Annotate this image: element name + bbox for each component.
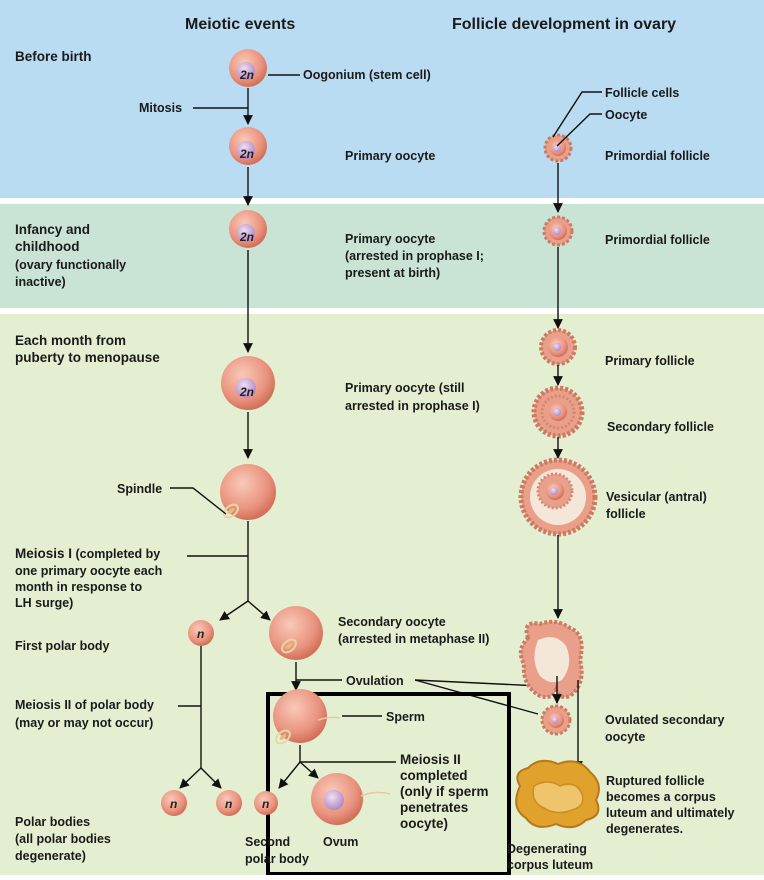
label-ruptured-3: luteum and ultimately [606, 806, 735, 820]
label-polar-bodies-1: Polar bodies [15, 815, 90, 829]
primary-follicle [539, 328, 577, 366]
label-meiosis1-4: LH surge) [15, 596, 73, 610]
primordial-follicle-1 [543, 133, 573, 163]
primary1-ploidy: 2n [239, 147, 254, 161]
label-meiosis2-3: (only if sperm [400, 784, 489, 799]
label-mitosis: Mitosis [139, 101, 182, 115]
label-primordial-1: Primordial follicle [605, 149, 710, 163]
label-secondary-2: (arrested in metaphase II) [338, 632, 489, 646]
label-degenerating-1: Degenerating [507, 842, 587, 856]
primary2-ploidy: 2n [239, 230, 254, 244]
ruptured-follicle [518, 619, 584, 700]
label-ovulation: Ovulation [346, 674, 404, 688]
section-infancy-2: childhood [15, 239, 80, 254]
first-polar-body: n [188, 620, 214, 646]
primary-oocyte-cell-2: 2n [229, 210, 267, 248]
label-primordial-2: Primordial follicle [605, 233, 710, 247]
section-monthly-2: puberty to menopause [15, 350, 160, 365]
second-polar-ploidy: n [262, 797, 269, 811]
label-ovulated-2: oocyte [605, 730, 645, 744]
label-secondary-follicle: Secondary follicle [607, 420, 714, 434]
label-degenerating-2: corpus luteum [507, 858, 593, 872]
label-still-2: arrested in prophase I) [345, 399, 480, 413]
label-arrested-1: Primary oocyte [345, 232, 435, 246]
corpus-luteum [515, 759, 600, 829]
label-second-polar-1: Second [245, 835, 290, 849]
first-polar-ploidy: n [197, 627, 204, 641]
primordial-follicle-2 [542, 215, 574, 247]
section-infancy-3: (ovary functionally [15, 258, 126, 272]
polar-body-2: n [216, 790, 242, 816]
secondary-follicle [531, 385, 585, 439]
meiosis1-text: (completed by [76, 547, 161, 561]
header-follicle: Follicle development in ovary [452, 16, 676, 33]
label-meiosis1-2: one primary oocyte each [15, 564, 162, 578]
label-primary-oocyte: Primary oocyte [345, 149, 435, 163]
label-first-polar: First polar body [15, 639, 110, 653]
fertilization-box [266, 692, 511, 876]
label-polar-bodies-2: (all polar bodies [15, 832, 111, 846]
band-monthly [0, 314, 764, 875]
label-primary-follicle: Primary follicle [605, 354, 695, 368]
section-monthly-1: Each month from [15, 333, 126, 348]
polar1-ploidy: n [170, 797, 177, 811]
primary-oocyte-cell-1: 2n [229, 127, 267, 165]
vesicular-follicle [518, 457, 598, 537]
section-infancy-1: Infancy and [15, 222, 90, 237]
label-arrested-3: present at birth) [345, 266, 440, 280]
label-ruptured-2: becomes a corpus [606, 790, 716, 804]
label-meiosis1-3: month in response to [15, 580, 142, 594]
polar2-ploidy: n [225, 797, 232, 811]
oogonium-cell: 2n [229, 49, 267, 87]
label-meiosis2-5: oocyte) [400, 816, 448, 831]
ovulated-oocyte [540, 704, 572, 736]
label-polar-bodies-3: degenerate) [15, 849, 86, 863]
label-ruptured-4: degenerates. [606, 822, 683, 836]
label-meiosis2-1: Meiosis II [400, 752, 461, 767]
label-meiosis2-polar-2: (may or may not occur) [15, 716, 153, 730]
band-infancy [0, 204, 764, 308]
label-vesicular-1: Vesicular (antral) [606, 490, 707, 504]
label-sperm: Sperm [386, 710, 425, 724]
secondary-oocyte-cell [269, 606, 323, 660]
label-follicle-cells: Follicle cells [605, 86, 679, 100]
label-ovum: Ovum [323, 835, 358, 849]
label-second-polar-2: polar body [245, 852, 309, 866]
spindle-cell [220, 464, 276, 520]
meiosis1-bold: Meiosis I [15, 546, 72, 561]
polar-body-1: n [161, 790, 187, 816]
ovum-cell [311, 773, 391, 825]
label-oogonium: Oogonium (stem cell) [303, 68, 431, 82]
band-before-birth [0, 0, 764, 198]
label-spindle: Spindle [117, 482, 162, 496]
label-secondary-1: Secondary oocyte [338, 615, 446, 629]
label-vesicular-2: follicle [606, 507, 646, 521]
oogonium-ploidy: 2n [239, 68, 254, 82]
label-ovulated-1: Ovulated secondary [605, 713, 725, 727]
label-oocyte: Oocyte [605, 108, 647, 122]
label-still-1: Primary oocyte (still [345, 381, 465, 395]
label-meiosis2-4: penetrates [400, 800, 468, 815]
label-meiosis2-polar-1: Meiosis II of polar body [15, 698, 154, 712]
second-polar-body: n [254, 791, 278, 815]
section-before-birth: Before birth [15, 49, 92, 64]
label-meiosis1-1: Meiosis I (completed by [15, 546, 160, 561]
primary3-ploidy: 2n [239, 385, 254, 399]
header-meiotic: Meiotic events [185, 16, 295, 33]
label-ruptured-1: Ruptured follicle [606, 774, 705, 788]
label-arrested-2: (arrested in prophase I; [345, 249, 484, 263]
primary-oocyte-cell-3: 2n [221, 356, 275, 410]
section-infancy-4: inactive) [15, 275, 66, 289]
sperm-penetrated-oocyte [273, 689, 341, 745]
label-meiosis2-2: completed [400, 768, 468, 783]
